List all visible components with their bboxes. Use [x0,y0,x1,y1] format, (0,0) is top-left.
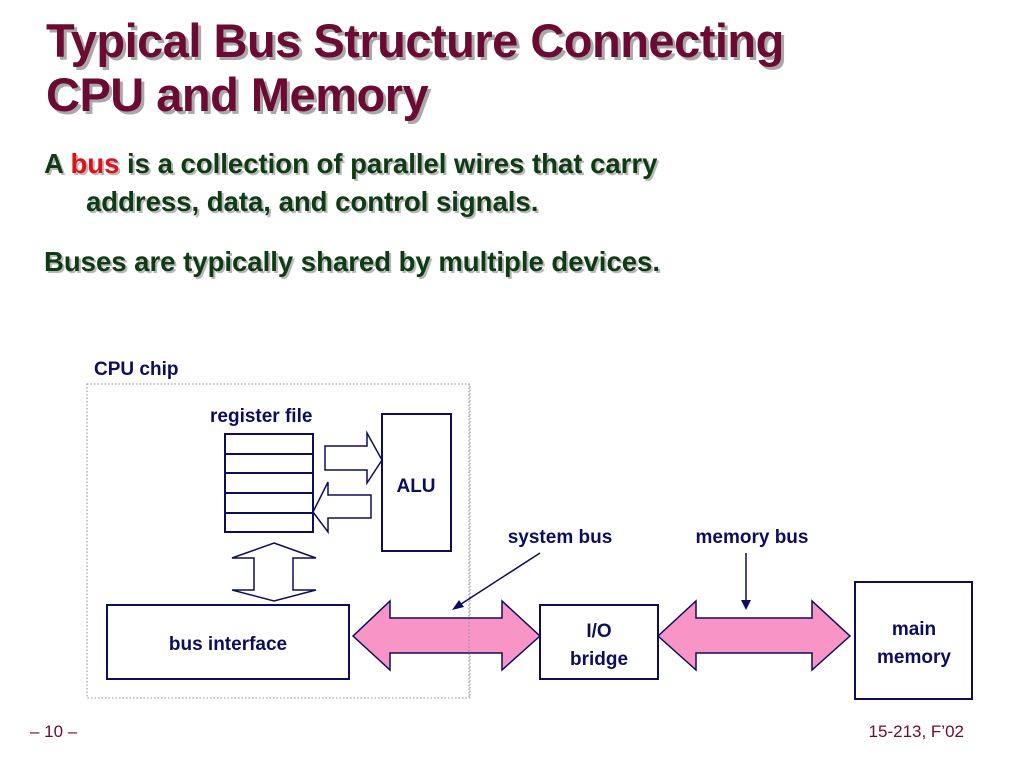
bullet-rest-line-2: address, data, and control signals. [86,186,539,217]
memory-bus-arrow [656,599,852,672]
arrow-regfile-bus-interface-icon [231,542,317,602]
title-line-1: Typical Bus Structure Connecting [46,14,784,67]
system-bus-pointer [457,552,541,607]
alu-box [381,413,452,552]
main-memory-box [854,581,973,700]
system-bus-label: system bus [508,527,613,548]
bullet-bus-definition: A bus is a collection of parallel wires … [44,145,844,221]
course-label: 15-213, F’02 [868,722,964,741]
alu-label: ALU [396,476,435,497]
cpu-chip-label: CPU chip [94,359,178,380]
bus-highlight: bus [70,148,120,179]
io-bridge-box [539,604,659,680]
main-memory-label-line-1: main [892,619,936,640]
bus-interface-box [106,604,350,680]
register-file [224,433,314,533]
arrow-to-alu-icon [324,430,383,486]
register-file-label: register file [210,406,312,427]
bullet-shared-buses: Buses are typically shared by multiple d… [44,246,660,277]
bus-interface-label: bus interface [169,634,287,655]
io-bridge-label-line-2: bridge [570,649,628,670]
io-bridge-label-line-1: I/O [586,621,611,642]
slide-title: Typical Bus Structure Connecting CPU and… [46,14,784,122]
page-number: – 10 – [30,722,78,741]
system-bus-pointer-head-icon [452,600,464,610]
cpu-chip-boundary [86,383,471,699]
arrow-from-alu-icon [312,481,372,535]
system-bus-arrow [351,599,542,672]
memory-bus-pointer-head-icon [741,600,751,610]
bullet-rest-line-1: is a collection of parallel wires that c… [119,148,658,179]
memory-bus-label: memory bus [696,527,809,548]
main-memory-label-line-2: memory [877,647,951,668]
title-line-2: CPU and Memory [46,68,429,121]
bullet-prefix: A [44,148,71,179]
